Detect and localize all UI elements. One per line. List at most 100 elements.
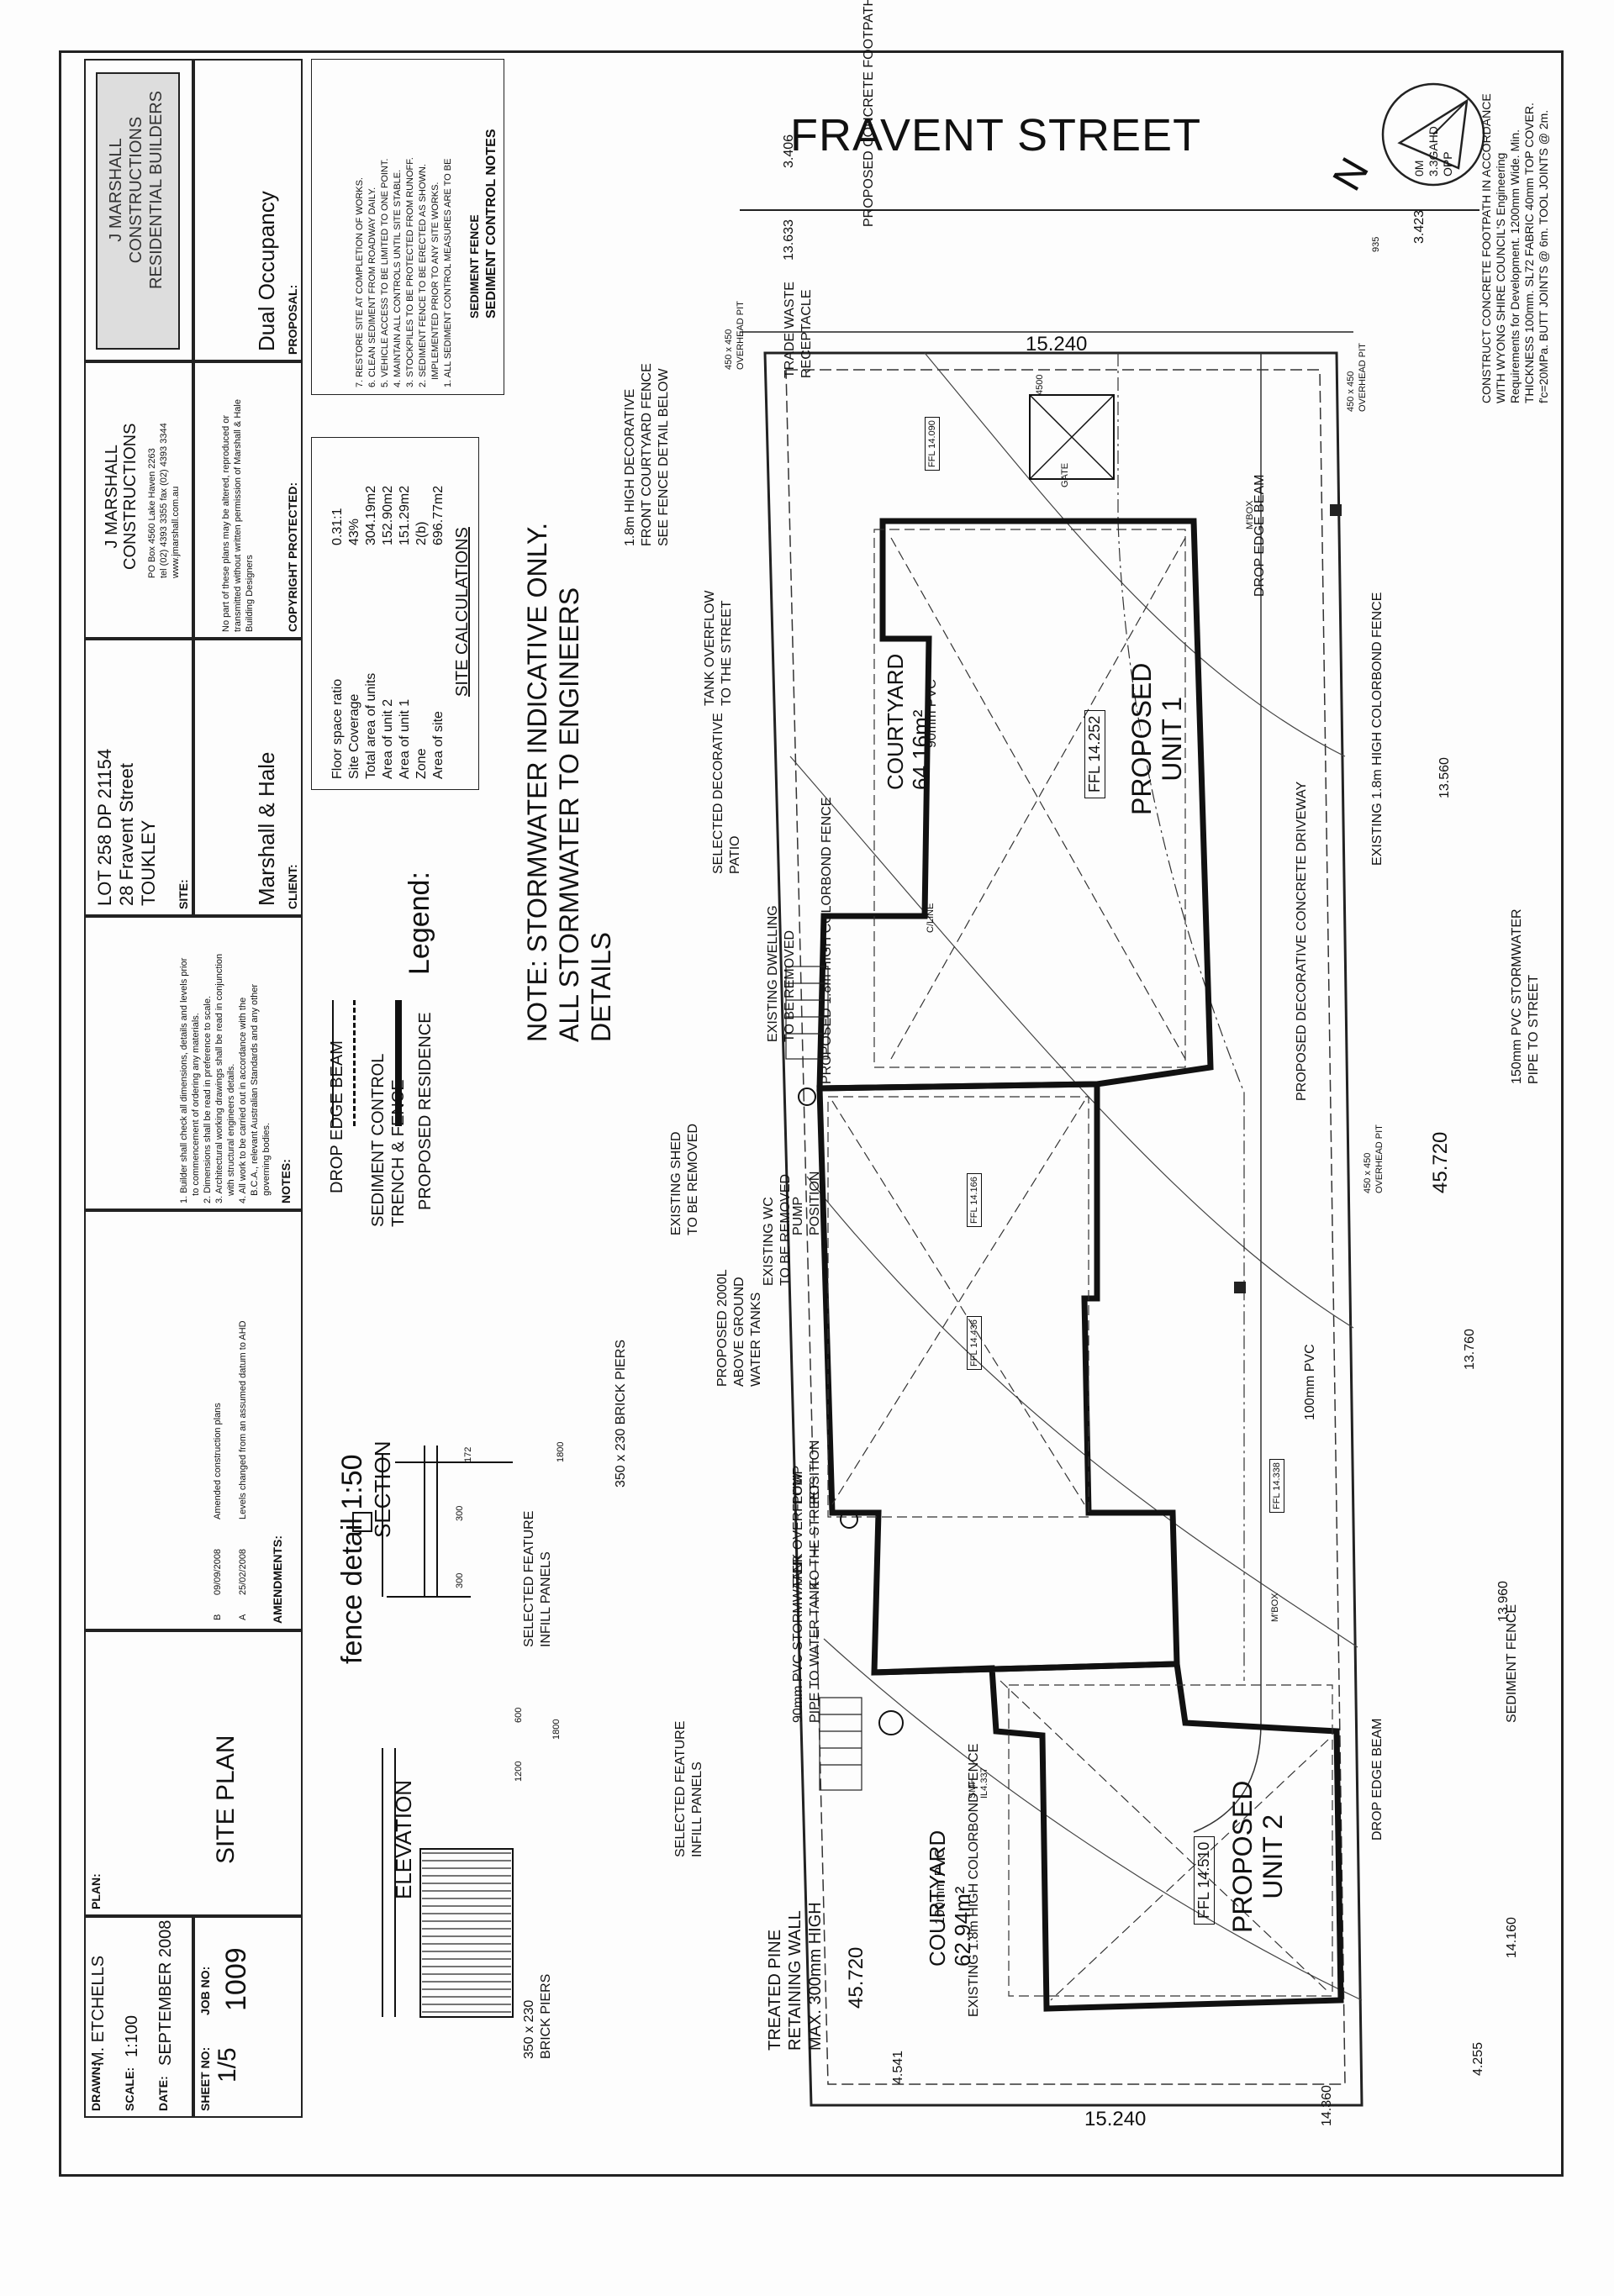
amendment-b-rev: B (213, 1614, 223, 1620)
spot-level: 13.960 (1496, 1581, 1511, 1622)
driveway-edge-2 (1117, 353, 1245, 1681)
job-label: JOB NO: (198, 1966, 212, 2015)
scale-label: SCALE: (123, 2067, 136, 2111)
trade-waste-bin (1029, 394, 1115, 480)
calc-value-fsr: 0.31:1 (330, 508, 345, 545)
proposal-value: Dual Occupancy (254, 191, 279, 351)
legend-item-sediment: SEDIMENT CONTROL TRENCH & FENCE (369, 1053, 408, 1227)
spot-level: 4.541 (891, 2050, 905, 2084)
overhead-pit-label-2: 450 x 450 OVERHEAD PIT (1363, 1124, 1385, 1193)
drop-edge-beam-label-1: DROP EDGE BEAM (1253, 474, 1267, 597)
copyright-text: No part of these plans may be altered, r… (221, 399, 255, 632)
unit-2-title: PROPOSED UNIT 2 (1227, 1780, 1288, 1933)
legend-item-drop-edge: DROP EDGE BEAM (328, 1040, 346, 1193)
proposed-colorbond-label: PROPOSED 1.8m HIGH COLORBOND FENCE (820, 797, 834, 1084)
plan-value: SITE PLAN (212, 1735, 240, 1864)
setback-935: 935 (1371, 236, 1381, 252)
fence-dim-1200: 1200 (514, 1761, 524, 1782)
legend-swatch-sediment (353, 1000, 356, 1126)
unit-1-ffl: FFL 14.252 (1084, 709, 1105, 798)
overhead-pit-2 (1234, 1282, 1246, 1293)
fence-elevation-label: ELEVATION (391, 1779, 416, 1899)
legend-item-residence: PROPOSED RESIDENCE (416, 1012, 435, 1210)
site-label: SITE: (177, 879, 190, 909)
fence-bricks-top-label: 350 x 230 BRICK PIERS (614, 1339, 628, 1488)
client-label: CLIENT: (286, 864, 299, 909)
unit-garage-block (816, 1081, 1180, 1676)
fence-dim-172: 172 (463, 1446, 473, 1462)
amendment-a-desc: Levels changed from an assumed datum to … (238, 1320, 248, 1519)
site-calculations-box: SITE CALCULATIONS Area of site 696.77m2 … (311, 437, 479, 790)
site-value: LOT 258 DP 21154 28 Fravent Street TOUKL… (94, 748, 159, 906)
spot-level: 13.633 (782, 219, 796, 261)
existing-wc-label: EXISTING WC TO BE REMOVED (762, 1173, 793, 1286)
company-contact: PO Box 4560 Lake Haven 2263 tel (02) 439… (147, 423, 181, 578)
amendment-a-date: 25/02/2008 (238, 1548, 248, 1595)
trade-waste-label: TRADE WASTE RECEPTACLE (783, 282, 814, 378)
amendment-b-date: 09/09/2008 (213, 1548, 223, 1595)
sediment-note-line: IMPLEMENTED PRIOR TO ANY SITE WORKS. (430, 182, 440, 387)
mbox-label-2: M'BOX (1270, 1593, 1280, 1623)
company-name: J MARSHALL CONSTRUCTIONS (103, 423, 140, 570)
copyright-label: COPYRIGHT PROTECTED: (286, 482, 299, 632)
company-logo: J MARSHALL CONSTRUCTIONS RESIDENTIAL BUI… (96, 72, 180, 350)
sediment-notes-title: SEDIMENT CONTROL NOTES (484, 129, 498, 319)
calc-label-site-area: Area of site (431, 711, 446, 779)
unit-1-title: PROPOSED UNIT 1 (1126, 662, 1187, 815)
sheet-value: 1/5 (214, 2047, 241, 2083)
footpath-label: PROPOSED CONCRETE FOOTPATH (862, 0, 876, 227)
stormwater-note: NOTE: STORMWATER INDICATIVE ONLY. ALL ST… (522, 522, 616, 1042)
unit-2-ffl: FFL 14.510 (1194, 1835, 1215, 1925)
ffl-14-090: FFL 14.090 (925, 417, 940, 471)
calc-label-zone: Zone (414, 748, 429, 779)
spot-level: 13.760 (1463, 1329, 1477, 1370)
existing-dwelling-label: EXISTING DWELLING TO BE REMOVED (766, 905, 797, 1042)
sediment-note-line: 3. STOCKPILES TO BE PROTECTED FROM RUNOF… (405, 157, 415, 387)
fence-elevation-slats (422, 1852, 511, 2013)
spot-level: 13.560 (1437, 757, 1452, 798)
stair-hatching (785, 966, 862, 1791)
right-side-dimension: 45.720 (1429, 1131, 1452, 1193)
amendments-label: AMENDMENTS: (271, 1535, 284, 1624)
left-side-dimension: 45.720 (845, 1946, 868, 2009)
mbox-label-1: M'BOX (1245, 500, 1255, 530)
proposal-label: PROPOSAL: (286, 284, 299, 355)
plan-label: PLAN: (89, 1873, 103, 1909)
legend-title: Legend: (404, 872, 435, 975)
ffl-14-166: FFL 14.166 (967, 1173, 982, 1227)
contour-13-560 (924, 352, 1346, 757)
water-tank-1 (798, 1087, 816, 1106)
fence-dim-600: 600 (514, 1707, 524, 1723)
notes-text: 1. Builder shall check all dimensions, d… (179, 953, 272, 1203)
retaining-wall-label: TREATED PINE RETAINING WALL MAX. 300mm H… (766, 1902, 825, 2051)
fence-infill-label-2: SELECTED FEATURE INFILL PANELS (673, 1720, 704, 1857)
rear-dimension: 15.240 (1084, 2108, 1147, 2130)
sediment-note-line: 2. SEDIMENT FENCE TO BE ERECTED AS SHOWN… (418, 164, 428, 387)
contour-13-760 (789, 756, 1354, 1329)
front-dimension: 15.240 (1026, 333, 1088, 355)
fence-elevation-detail (382, 1748, 514, 2018)
rotated-annotation-layer: DRAWN: M. ETCHELLS SCALE: 1:100 DATE: SE… (84, 0, 1589, 2177)
spot-level: 4.255 (1471, 2041, 1485, 2076)
driveway-label: PROPOSED DECORATIVE CONCRETE DRIVEWAY (1295, 781, 1309, 1101)
courtyard-2-label: COURTYARD 62.94m² (925, 1830, 975, 1967)
calc-label-unit1: Area of unit 1 (398, 698, 412, 779)
amendment-a-rev: A (238, 1614, 248, 1620)
om-label: 0M 3.3GAHD OPP (1412, 126, 1454, 176)
company-logo-text: J MARSHALL CONSTRUCTIONS RESIDENTIAL BUI… (107, 91, 166, 289)
driveway-edge (1193, 353, 1262, 1833)
amendment-b-desc: Amended construction plans (213, 1403, 223, 1519)
footpath-spec-note: CONSTRUCT CONCRETE FOOTPATH IN ACCORDANC… (1480, 93, 1550, 403)
spot-level: 3.406 (782, 134, 796, 168)
calc-value-total: 304.19m2 (364, 485, 378, 545)
calc-label-coverage: Site Coverage (347, 693, 361, 779)
date-label: DATE: (156, 2076, 170, 2111)
overhead-pit-label-1: 450 x 450 OVERHEAD PIT (1346, 343, 1368, 412)
setback-4500: 4500 (1035, 374, 1045, 395)
overhead-pit-1 (1330, 504, 1342, 516)
existing-colorbond-top-label: EXISTING 1.8m HIGH COLORBOND FENCE (1370, 592, 1385, 866)
sediment-note-line: 6. CLEAN SEDIMENT FROM ROADWAY DAILY. (367, 187, 377, 387)
pvc-water-tank-label: 90mm PVC STORMWATER PIPE TO WATER TANK (791, 1555, 822, 1723)
fence-dim-300a: 300 (455, 1505, 465, 1521)
